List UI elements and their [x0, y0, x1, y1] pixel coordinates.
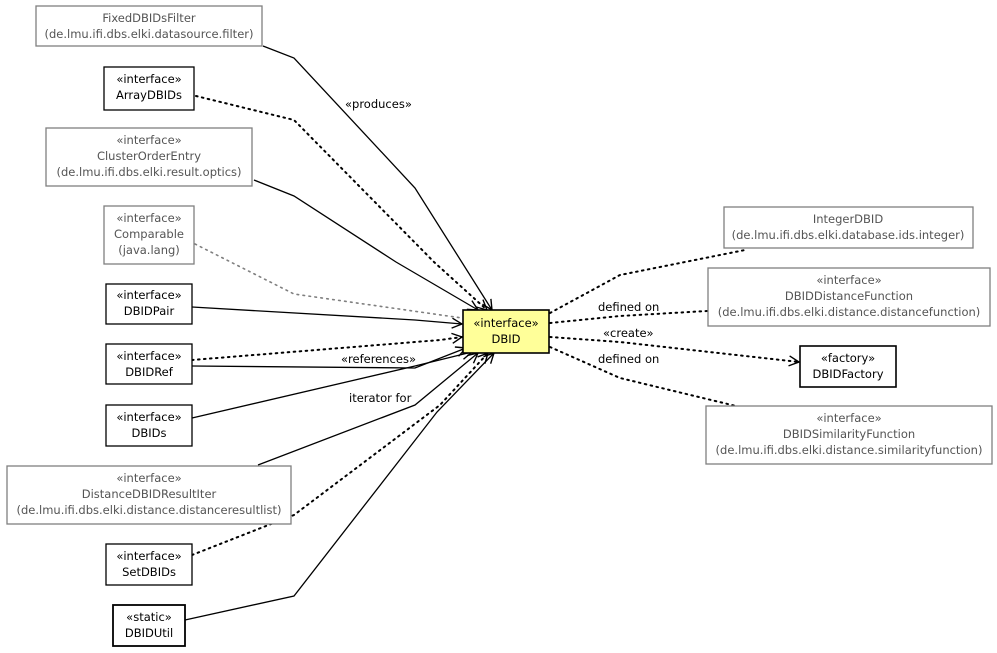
node-dbid-util[interactable]: «static» DBIDUtil — [112, 604, 186, 647]
node-array-dbids[interactable]: «interface» ArrayDBIDs — [103, 66, 195, 111]
edge-set-dbids — [191, 353, 488, 556]
node-name: DBIDs — [132, 426, 167, 440]
node-package: (de.lmu.ifi.dbs.elki.distance.distancefu… — [718, 305, 981, 319]
node-stereotype: «interface» — [116, 211, 181, 225]
edge-cluster-order-entry — [253, 179, 478, 310]
node-dbid-distance-function[interactable]: «interface» DBIDDistanceFunction (de.lmu… — [707, 267, 991, 327]
node-name: DBIDSimilarityFunction — [783, 427, 915, 441]
node-name: DistanceDBIDResultIter — [82, 487, 217, 501]
node-set-dbids[interactable]: «interface» SetDBIDs — [105, 543, 193, 586]
edge-dbids — [191, 352, 472, 419]
node-stereotype: «interface» — [116, 133, 181, 147]
node-package: (de.lmu.ifi.dbs.elki.result.optics) — [56, 165, 241, 179]
node-stereotype: «interface» — [116, 549, 181, 563]
node-distance-dbid-result-iter[interactable]: «interface» DistanceDBIDResultIter (de.l… — [6, 465, 292, 525]
edges — [184, 45, 799, 621]
node-dbid-similarity-function[interactable]: «interface» DBIDSimilarityFunction (de.l… — [705, 405, 993, 465]
node-stereotype: «interface» — [116, 471, 181, 485]
label-references: «references» — [341, 352, 416, 366]
edge-dbid-pair — [191, 306, 462, 324]
node-package: (java.lang) — [118, 243, 180, 257]
label-create: «create» — [603, 326, 654, 340]
node-stereotype: «interface» — [816, 273, 881, 287]
node-stereotype: «interface» — [816, 411, 881, 425]
label-defined-on-1: defined on — [598, 300, 659, 314]
edge-dbid-ref-solid — [191, 348, 466, 369]
node-stereotype: «interface» — [116, 72, 181, 86]
node-name: IntegerDBID — [813, 212, 884, 226]
label-defined-on-2: defined on — [598, 352, 659, 366]
node-fixed-dbids-filter[interactable]: FixedDBIDsFilter (de.lmu.ifi.dbs.elki.da… — [35, 5, 263, 47]
node-name: FixedDBIDsFilter — [102, 11, 196, 25]
label-iterator-for: iterator for — [349, 391, 412, 405]
edge-distance-dbid-result-iter — [257, 353, 478, 466]
node-name: DBIDDistanceFunction — [785, 289, 913, 303]
node-dbid-pair[interactable]: «interface» DBIDPair — [105, 283, 193, 325]
node-name: DBIDPair — [124, 304, 175, 318]
node-name: ArrayDBIDs — [116, 88, 182, 102]
node-integer-dbid[interactable]: IntegerDBID (de.lmu.ifi.dbs.elki.databas… — [723, 206, 974, 249]
node-package: (de.lmu.ifi.dbs.elki.distance.similarity… — [716, 443, 983, 457]
node-dbid[interactable]: «interface» DBID — [462, 309, 550, 354]
edge-labels: «produces» «references» iterator for def… — [341, 97, 659, 405]
node-name: DBIDRef — [125, 365, 174, 379]
edge-dbid-similarity-function — [549, 346, 737, 407]
edge-integer-dbid — [549, 249, 746, 314]
edge-dbid-factory — [549, 336, 799, 362]
node-dbid-factory[interactable]: «factory» DBIDFactory — [799, 345, 897, 388]
node-cluster-order-entry[interactable]: «interface» ClusterOrderEntry (de.lmu.if… — [45, 127, 253, 187]
node-package: (de.lmu.ifi.dbs.elki.database.ids.intege… — [732, 228, 965, 242]
edge-dbid-distance-function — [549, 310, 708, 324]
edge-dbid-util — [184, 353, 494, 621]
node-stereotype: «factory» — [821, 351, 875, 365]
node-stereotype: «static» — [126, 610, 172, 624]
node-dbid-ref[interactable]: «interface» DBIDRef — [105, 343, 193, 385]
edge-comparable — [194, 243, 463, 319]
edge-fixed-dbids-filter — [262, 45, 492, 310]
node-name: DBID — [492, 332, 521, 346]
node-comparable[interactable]: «interface» Comparable (java.lang) — [103, 205, 195, 265]
node-stereotype: «interface» — [116, 349, 181, 363]
node-name: SetDBIDs — [122, 565, 176, 579]
node-stereotype: «interface» — [116, 410, 181, 424]
label-produces: «produces» — [345, 97, 412, 111]
node-stereotype: «interface» — [473, 316, 538, 330]
node-stereotype: «interface» — [116, 288, 181, 302]
node-package: (de.lmu.ifi.dbs.elki.datasource.filter) — [45, 27, 254, 41]
node-name: ClusterOrderEntry — [97, 149, 201, 163]
edge-dbid-ref-dotted — [191, 337, 462, 361]
node-dbids[interactable]: «interface» DBIDs — [105, 404, 193, 447]
node-name: Comparable — [114, 227, 184, 241]
edge-array-dbids — [195, 95, 487, 310]
node-name: DBIDFactory — [813, 367, 884, 381]
node-name: DBIDUtil — [125, 626, 173, 640]
node-package: (de.lmu.ifi.dbs.elki.distance.distancere… — [16, 503, 281, 517]
